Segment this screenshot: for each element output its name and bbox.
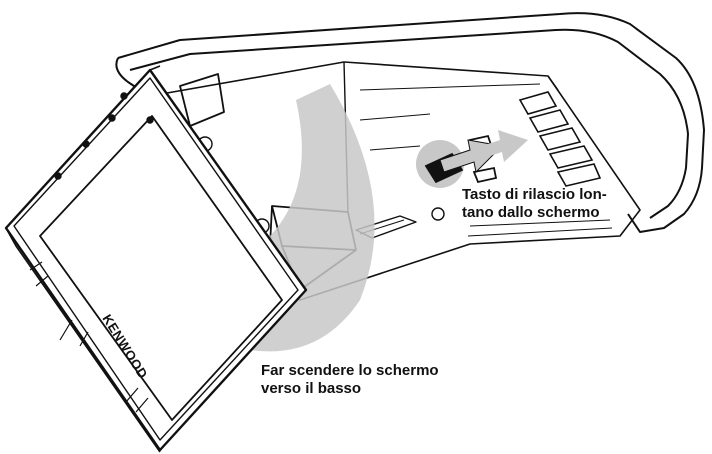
- monitor-panel: [4, 65, 308, 453]
- ceiling-housing: [115, 12, 705, 301]
- lower-callout-line-2: verso il basso: [261, 380, 362, 397]
- release-callout-line-1: Tasto di rilascio lon-: [462, 186, 607, 203]
- release-button-callout: Tasto di rilascio lon- tano dallo scherm…: [462, 186, 607, 222]
- lower-callout-line-1: Far scendere lo schermo: [261, 362, 439, 379]
- lower-screen-callout: Far scendere lo schermo verso il basso: [261, 362, 439, 398]
- release-callout-line-2: tano dallo schermo: [462, 204, 600, 221]
- release-direction-arrow: [439, 130, 528, 174]
- vent-clips: [518, 91, 602, 187]
